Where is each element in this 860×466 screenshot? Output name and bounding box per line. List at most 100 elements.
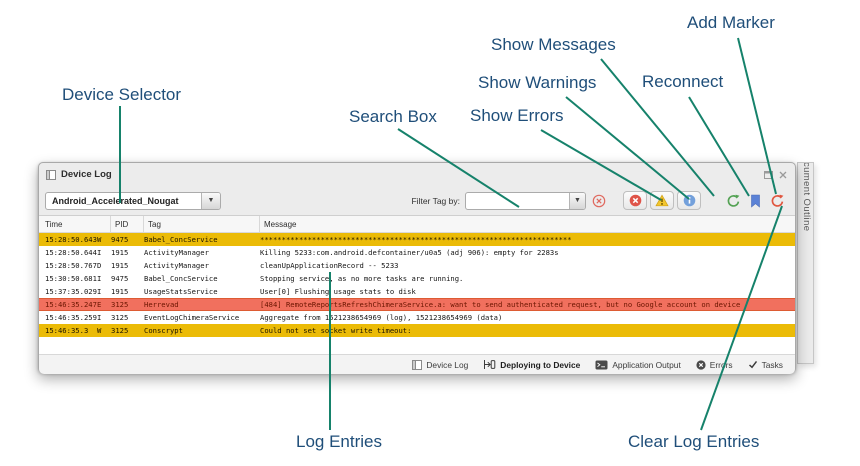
cell-message: Killing 5233:com.android.defcontainer/u0… [260, 248, 559, 257]
cell-message: cleanUpApplicationRecord -- 5233 [260, 261, 399, 270]
panel-toolbar: Android_Accelerated_Nougat ▼ Filter Tag … [39, 186, 795, 215]
status-item-label: Deploying to Device [500, 359, 581, 370]
terminal-icon [595, 360, 608, 370]
cell-pid: 1915 [111, 287, 129, 296]
show-messages-toggle[interactable] [677, 191, 701, 210]
cell-level: I [97, 248, 102, 257]
cell-level: D [97, 261, 102, 270]
cell-time: 15:46:35.259 [45, 313, 97, 322]
filter-tag-label: Filter Tag by: [411, 195, 460, 206]
column-header-pid[interactable]: PID [111, 216, 144, 232]
cell-tag: Babel_ConcService [144, 235, 218, 244]
cell-message: [484] RemoteReportsRefreshChimeraService… [260, 300, 741, 309]
cell-pid: 3125 [111, 300, 129, 309]
cell-message: ****************************************… [260, 235, 572, 244]
annotation-show-messages: Show Messages [491, 35, 616, 54]
deploy-icon [483, 359, 496, 370]
cell-tag: EventLogChimeraService [144, 313, 240, 322]
cell-level: I [97, 313, 102, 322]
filter-tag-combobox[interactable]: ▼ [465, 191, 586, 210]
annotation-device-selector: Device Selector [62, 85, 182, 104]
status-item-device-log[interactable]: Device Log [412, 359, 469, 370]
status-item-deploying-to-device[interactable]: Deploying to Device [483, 359, 580, 370]
table-row[interactable]: 15:46:35.3 W 3125 Conscrypt Could not set so… [39, 324, 795, 337]
cell-message: Stopping service, as no more tasks are r… [260, 274, 464, 283]
panel-title-bar: Device Log [39, 163, 795, 186]
clear-filter-icon[interactable] [592, 194, 606, 208]
status-item-label: Application Output [612, 359, 681, 370]
cell-time: 15:28:50.643 [45, 235, 97, 244]
cell-time: 15:28:50.644 [45, 248, 97, 257]
device-selector-dropdown[interactable]: Android_Accelerated_Nougat ▼ [45, 191, 221, 210]
reconnect-button[interactable] [725, 192, 742, 209]
cell-level: W [97, 326, 102, 335]
panel-icon [412, 359, 423, 370]
clear-log-button[interactable] [769, 192, 786, 209]
status-item-tasks[interactable]: Tasks [748, 360, 783, 370]
right-tool-tab-strip: Document Outline [797, 162, 814, 364]
log-table-header: Time PID Tag Message [39, 216, 795, 233]
cell-tag: Babel_ConcService [144, 274, 218, 283]
show-errors-toggle[interactable] [623, 191, 647, 210]
chevron-down-icon: ▼ [201, 192, 220, 209]
cell-pid: 3125 [111, 326, 129, 335]
status-bar: Device Log Deploying to Device Application… [39, 354, 795, 374]
annotation-show-warnings: Show Warnings [478, 73, 597, 92]
cell-pid: 1915 [111, 248, 129, 257]
cell-time: 15:37:35.029 [45, 287, 97, 296]
tasks-icon [748, 360, 758, 369]
column-header-tag[interactable]: Tag [144, 216, 260, 232]
errors-icon [696, 359, 706, 370]
annotation-clear-log-entries: Clear Log Entries [628, 432, 760, 451]
chevron-down-icon: ▼ [569, 192, 585, 209]
cell-time: 15:46:35.3 [45, 326, 89, 335]
cell-tag: Conscrypt [144, 326, 183, 335]
cell-level: E [97, 300, 102, 309]
status-item-label: Errors [709, 359, 733, 370]
cell-level: W [97, 235, 102, 244]
status-item-label: Tasks [761, 359, 783, 370]
float-icon[interactable] [764, 170, 773, 179]
cell-level: I [97, 287, 102, 296]
cell-tag: ActivityManager [144, 248, 209, 257]
annotation-log-entries: Log Entries [296, 432, 382, 451]
status-item-application-output[interactable]: Application Output [595, 359, 681, 370]
annotation-search-box: Search Box [349, 107, 437, 126]
column-header-message[interactable]: Message [264, 219, 297, 229]
tab-document-outline[interactable]: Document Outline [801, 162, 812, 232]
column-header-time[interactable]: Time [39, 216, 111, 232]
device-log-panel: Device Log Android_Accelerated_Nougat ▼ … [38, 162, 796, 374]
cell-pid: 9475 [111, 274, 129, 283]
cell-tag: UsageStatsService [144, 287, 218, 296]
cell-message: Aggregate from 1521238654969 (log), 1521… [260, 313, 503, 322]
cell-level: I [97, 274, 102, 283]
cell-message: Could not set socket write timeout: [260, 326, 412, 335]
panel-title: Device Log [61, 169, 112, 180]
add-marker-button[interactable] [747, 192, 764, 209]
filter-tag-value [466, 193, 569, 209]
annotation-reconnect: Reconnect [642, 72, 724, 91]
annotation-show-errors: Show Errors [470, 106, 564, 125]
cell-pid: 1915 [111, 261, 129, 270]
status-item-errors[interactable]: Errors [696, 360, 733, 370]
cell-pid: 3125 [111, 313, 129, 322]
cell-tag: Herrevad [144, 300, 179, 309]
show-warnings-toggle[interactable] [650, 191, 674, 210]
cell-pid: 9475 [111, 235, 129, 244]
cell-time: 15:30:50.681 [45, 274, 97, 283]
close-icon[interactable] [779, 171, 787, 179]
status-item-label: Device Log [426, 359, 469, 370]
annotation-add-marker: Add Marker [687, 13, 775, 32]
cell-time: 15:28:50.767 [45, 261, 97, 270]
cell-message: User[0] Flushing usage stats to disk [260, 287, 416, 296]
